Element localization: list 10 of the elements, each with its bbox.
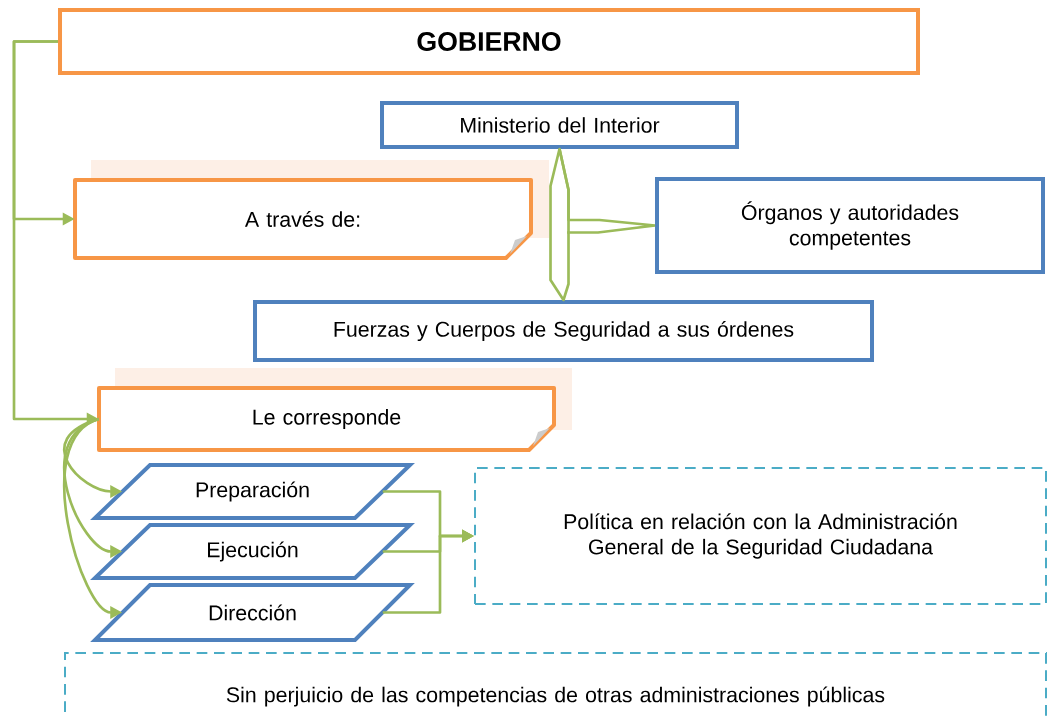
arrow	[558, 147, 657, 234]
process-box: Órganos y autoridades competentes	[655, 177, 1045, 274]
title-box: GOBIERNO	[58, 8, 920, 75]
note-box: A través de:	[73, 160, 549, 260]
note-box: Le corresponde	[97, 368, 572, 452]
process-box: Ministerio del Interior	[380, 101, 739, 149]
dashed-box: Política en relación con la Administración General de la Seguridad Ciudadana	[474, 467, 1047, 605]
dashed-box: Sin perjuicio de las competencias de otras administraciones públicas	[64, 652, 1047, 717]
arrow	[549, 147, 570, 302]
process-box: Fuerzas y Cuerpos de Seguridad a sus órdenes	[253, 300, 874, 362]
